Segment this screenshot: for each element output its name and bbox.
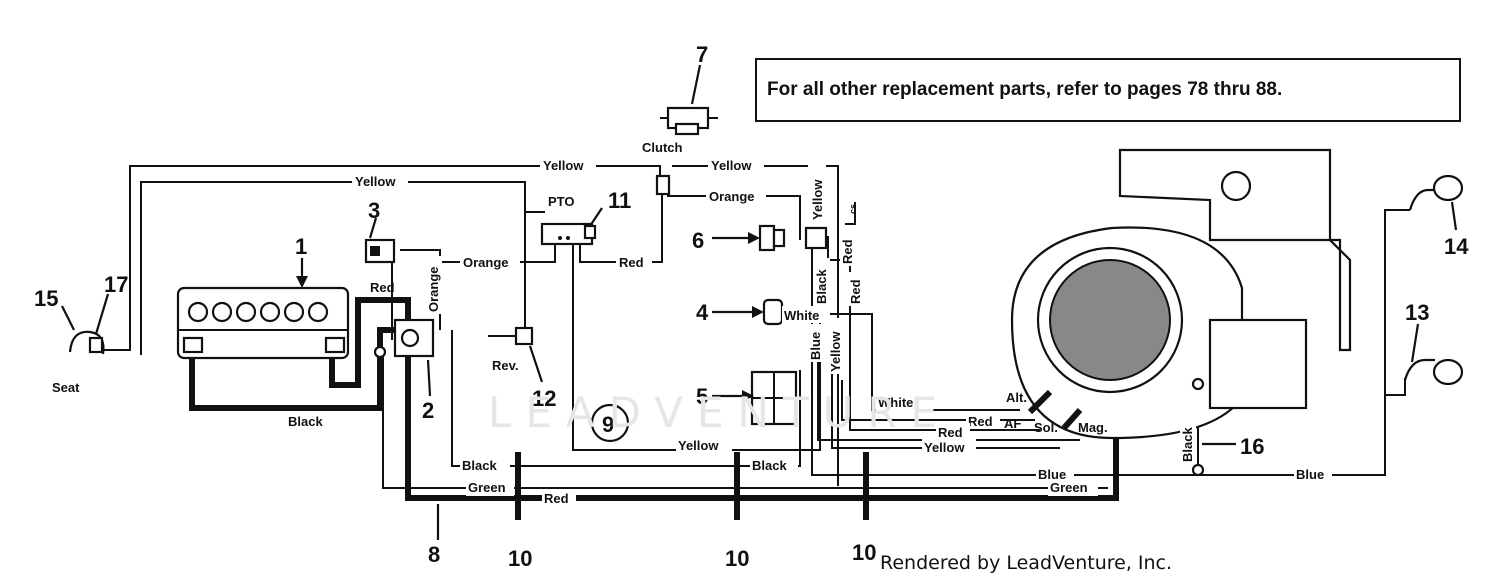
label-pto: PTO <box>548 194 575 209</box>
callout-17: 17 <box>104 272 128 297</box>
wire-label-green-left: Green <box>468 480 506 495</box>
wire-6-red2 <box>845 202 856 225</box>
wire-label-red-battery: Red <box>370 280 395 295</box>
wire-label-yellow-second: Yellow <box>355 174 396 189</box>
callout-3: 3 <box>368 198 380 223</box>
callout-15: 15 <box>34 286 58 311</box>
label-seat: Seat <box>52 380 80 395</box>
wire-label-white-low: White <box>878 395 913 410</box>
wire-label-yellow-top-right: Yellow <box>711 158 752 173</box>
wire-yellow-second <box>140 181 526 355</box>
render-credit: Rendered by LeadVenture, Inc. <box>880 552 1173 574</box>
wire-blue-vertical <box>811 209 1410 476</box>
wire-black-lower <box>451 330 801 467</box>
headlight-14 <box>1408 174 1464 211</box>
pto-switch <box>540 222 597 246</box>
callout-7: 7 <box>696 42 708 67</box>
cable-red <box>329 297 1119 501</box>
callout-10-c: 10 <box>852 540 876 565</box>
component-labels: Clutch PTO Seat Rev. Alt. AF Sol. Mag. <box>52 140 1108 435</box>
headlight-13 <box>1403 358 1464 386</box>
wire-label-red-vertical-2: Red <box>848 279 863 304</box>
wire-label-red-low: Red <box>938 425 963 440</box>
wire-ties <box>515 452 869 520</box>
label-af: AF <box>1004 416 1021 431</box>
label-alt: Alt. <box>1006 390 1027 405</box>
label-sol: Sol. <box>1034 420 1058 435</box>
alt-connector <box>1027 389 1083 430</box>
callout-2: 2 <box>422 398 434 423</box>
callout-12: 12 <box>532 386 556 411</box>
wire-label-yellow-vertical-2: Yellow <box>828 331 843 372</box>
watermark: LEADVENTURE <box>488 388 952 437</box>
wire-labels: Yellow Yellow Yellow Orange Yellow Orang… <box>288 156 1332 507</box>
callout-4: 4 <box>696 300 709 325</box>
callout-16: 16 <box>1240 434 1264 459</box>
wire-label-green-right: Green <box>1050 480 1088 495</box>
wire-label-white-4: White <box>784 308 819 323</box>
wire-label-red-af: Red <box>968 414 993 429</box>
label-clutch: Clutch <box>642 140 683 155</box>
callout-arrows <box>61 64 1458 540</box>
starter-solenoid <box>373 318 435 359</box>
engine <box>1010 148 1352 440</box>
cable-black <box>189 327 405 411</box>
ignition-switch <box>758 224 828 252</box>
wire-label-yellow-bottom: Yellow <box>678 438 719 453</box>
wire-label-black-bottom-right: Black <box>752 458 787 473</box>
callout-6: 6 <box>692 228 704 253</box>
callout-13: 13 <box>1405 300 1429 325</box>
clutch-connector <box>655 106 718 196</box>
callout-numbers: 1 2 3 4 5 6 7 8 10 10 10 11 12 13 14 15 … <box>34 42 1469 571</box>
wire-label-tiny-mark: cs <box>848 204 858 214</box>
label-rev: Rev. <box>492 358 519 373</box>
wire-label-yellow-top-left: Yellow <box>543 158 584 173</box>
wire-label-blue-right: Blue <box>1296 467 1324 482</box>
callout-10-a: 10 <box>508 546 532 571</box>
callout-8: 8 <box>428 542 440 567</box>
ground-terminal <box>1191 377 1205 477</box>
wire-label-black-vertical: Black <box>814 269 829 304</box>
wire-label-red-bottom: Red <box>544 491 569 506</box>
wire-label-orange-left: Orange <box>463 255 509 270</box>
wire-label-blue-bottom: Blue <box>1038 467 1066 482</box>
wire-blue-13 <box>1385 378 1406 396</box>
wire-label-black-16: Black <box>1180 427 1195 462</box>
ignition-module <box>750 370 798 426</box>
battery <box>176 286 350 360</box>
callout-1: 1 <box>295 234 307 259</box>
seat-switch <box>68 330 105 355</box>
callout-11: 11 <box>608 188 631 213</box>
replacement-parts-note: For all other replacement parts, refer t… <box>755 58 1461 122</box>
relay-3 <box>364 238 396 264</box>
callout-9: 9 <box>602 412 614 437</box>
light-switch <box>762 298 784 326</box>
callout-10-b: 10 <box>725 546 749 571</box>
wire-label-orange-right: Orange <box>709 189 755 204</box>
wire-label-blue-vertical: Blue <box>808 332 823 360</box>
wire-label-red-vertical-1: Red <box>840 239 855 264</box>
callout-5: 5 <box>696 384 708 409</box>
battery-cables <box>189 297 1119 501</box>
wire-yellow-v2 <box>831 360 1060 449</box>
wire-yellow-top <box>103 165 661 351</box>
wire-label-red-mid: Red <box>619 255 644 270</box>
wire-label-black-bottom-left: Black <box>462 458 497 473</box>
wire-label-yellow-low: Yellow <box>924 440 965 455</box>
callout-9-circle <box>590 403 630 443</box>
wire-label-black-battery: Black <box>288 414 323 429</box>
callout-14: 14 <box>1444 234 1469 259</box>
reverse-switch <box>514 326 534 346</box>
wire-label-yellow-vertical: Yellow <box>810 179 825 220</box>
label-mag: Mag. <box>1078 420 1108 435</box>
wire-label-orange-vertical: Orange <box>426 266 441 312</box>
